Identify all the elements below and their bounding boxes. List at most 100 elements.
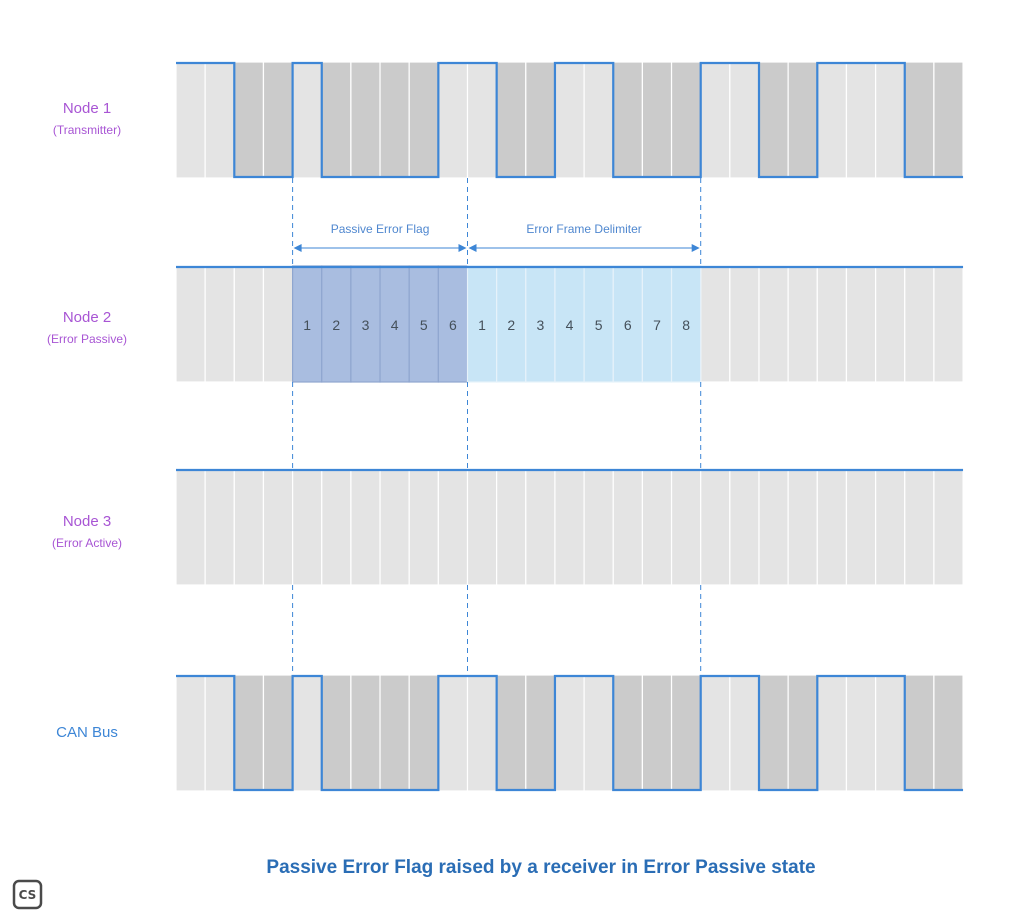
span-bit-number: 3 <box>536 317 544 333</box>
bit-cell <box>437 61 469 179</box>
row-name-label: Node 3 <box>63 513 111 530</box>
timing-rows <box>175 61 964 792</box>
bit-cell <box>175 265 206 383</box>
logo: CS <box>12 879 43 910</box>
bit-cell <box>874 61 906 179</box>
bit-cell <box>554 468 585 586</box>
bit-cell <box>175 468 206 586</box>
bit-cell <box>466 468 498 586</box>
bit-cell <box>175 674 206 792</box>
bit-cell <box>816 265 848 383</box>
diagram-caption: Passive Error Flag raised by a receiver … <box>266 857 815 878</box>
span-bit-cell <box>408 265 439 383</box>
bit-cell <box>758 468 789 586</box>
bit-cell <box>729 468 760 586</box>
bit-cell <box>845 61 877 179</box>
bit-cell <box>933 61 964 179</box>
bit-cell <box>758 265 789 383</box>
row-name-label: Node 2 <box>63 309 111 326</box>
row-name-label: CAN Bus <box>56 724 118 741</box>
span-annotation: Error Frame Delimiter <box>468 222 700 252</box>
bit-cell <box>350 468 381 586</box>
bit-cell <box>787 61 818 179</box>
bit-cell <box>408 468 439 586</box>
span-bit-number: 3 <box>362 317 370 333</box>
timing-row <box>175 468 964 586</box>
span-bit-number: 2 <box>507 317 515 333</box>
span-bit-number: 5 <box>420 317 428 333</box>
bit-cell <box>496 61 527 179</box>
bit-cell <box>758 674 789 792</box>
bit-cell <box>379 468 410 586</box>
bit-cell <box>525 468 556 586</box>
logo-text: CS <box>19 888 37 902</box>
span-bit-number: 6 <box>449 317 457 333</box>
bit-cell <box>379 61 410 179</box>
bit-cell <box>233 468 265 586</box>
bit-cell <box>612 674 643 792</box>
bit-cell <box>262 265 294 383</box>
bit-cell <box>641 674 673 792</box>
span-arrow-head-left <box>468 244 477 252</box>
bit-cell <box>729 265 760 383</box>
bit-cell <box>758 61 789 179</box>
bit-cell <box>204 674 235 792</box>
bit-cell <box>175 61 206 179</box>
row-labels: Node 1 (Transmitter) Node 2 (Error Passive)… <box>47 100 127 741</box>
bit-cell <box>904 265 935 383</box>
bit-cell <box>204 61 235 179</box>
bit-cell <box>292 61 323 179</box>
bit-cell <box>845 265 877 383</box>
bit-cell <box>933 265 964 383</box>
logo-frame <box>12 879 43 910</box>
span-bit-number: 4 <box>391 317 399 333</box>
bit-cell <box>787 265 818 383</box>
bit-cell <box>700 674 731 792</box>
span-bit-number: 2 <box>332 317 340 333</box>
bit-cell <box>525 674 556 792</box>
bit-cell <box>204 265 235 383</box>
bit-cell <box>554 674 585 792</box>
bit-cell <box>845 674 877 792</box>
bit-cell <box>933 674 964 792</box>
bit-cell <box>496 468 527 586</box>
bit-cell <box>904 468 935 586</box>
span-annotation: Passive Error Flag <box>293 222 467 252</box>
row-role-label: (Error Passive) <box>47 332 127 346</box>
span-bit-cell <box>496 265 527 383</box>
bit-cell <box>904 61 935 179</box>
span-bit-number: 5 <box>595 317 603 333</box>
bit-cell <box>670 61 702 179</box>
timing-row <box>175 61 964 179</box>
span-bit-number: 1 <box>303 317 311 333</box>
bit-cell <box>204 468 235 586</box>
signal-line <box>176 61 964 179</box>
span-bit-cell <box>292 265 323 383</box>
span-bit-cell <box>641 265 673 383</box>
bit-cell <box>437 674 469 792</box>
bit-cell <box>379 674 410 792</box>
bit-cell <box>874 265 906 383</box>
bit-cell <box>729 61 760 179</box>
span-bit-cell <box>350 265 381 383</box>
bit-cell <box>933 468 964 586</box>
row-role-label: (Transmitter) <box>53 123 121 137</box>
bit-cell <box>583 468 614 586</box>
bit-cell <box>350 61 381 179</box>
signal-line <box>176 674 964 792</box>
bit-cell <box>525 61 556 179</box>
bit-cell <box>670 468 702 586</box>
span-bit-cell <box>670 265 702 383</box>
bit-cell <box>670 674 702 792</box>
span-bit-number: 1 <box>478 317 486 333</box>
row-role-label: (Error Active) <box>52 536 122 550</box>
bit-cell <box>233 61 265 179</box>
bit-cell <box>262 674 294 792</box>
bit-cell <box>233 265 265 383</box>
bit-cell <box>408 61 439 179</box>
bit-cell <box>583 61 614 179</box>
bit-cell <box>350 674 381 792</box>
row-name-label: Node 1 <box>63 100 111 117</box>
bit-cell <box>700 265 731 383</box>
